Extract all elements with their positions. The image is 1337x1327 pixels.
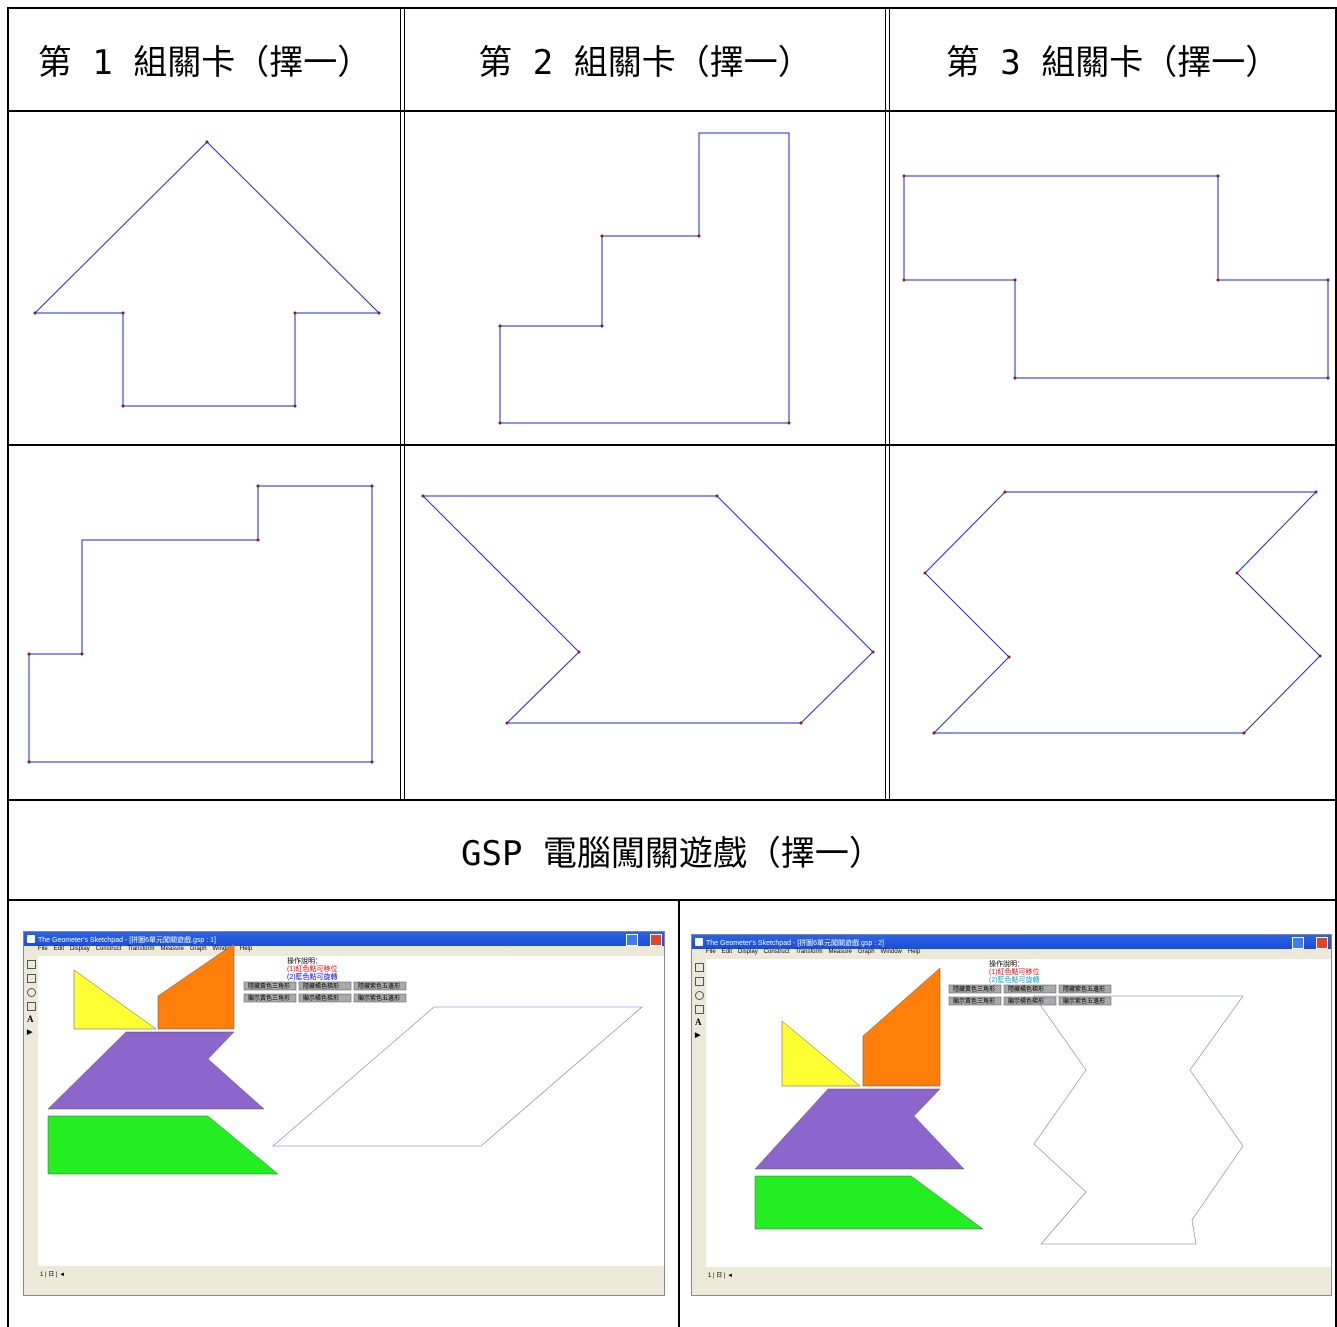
close-button[interactable] (650, 934, 662, 946)
menu-graph[interactable]: Graph (190, 946, 207, 956)
sketch-canvas-2[interactable]: 操作說明： (1)紅色點可移位 (2)藍色點可旋轉 隱藏黃色三角形 隱藏橘色梯形… (706, 959, 1331, 1267)
status-bar: 1 | 日 | ◄ (692, 1267, 1331, 1295)
menu-edit[interactable]: Edit (722, 949, 732, 959)
window-title: The Geometer's Sketchpad - [拼圖6單元闖關遊戲.gs… (706, 938, 884, 948)
staircase-outline (500, 133, 789, 423)
window-title: The Geometer's Sketchpad - [拼圖6單元闖關遊戲.gs… (38, 935, 216, 945)
row-divider-4 (7, 899, 1337, 901)
puzzle-shapes (0, 0, 1337, 800)
point-tool-icon[interactable] (27, 974, 36, 983)
yellow-triangle (74, 970, 156, 1029)
chevron-outline (423, 496, 873, 723)
steps-outline (29, 486, 372, 762)
sketch-canvas-1[interactable]: 操作說明： (1)紅色點可移位 (2)藍色點可旋轉 隱藏黃色三角形 隱藏橘色梯形… (38, 956, 664, 1266)
toolbox: A ▶ (24, 956, 38, 1266)
instruction-heading: 操作說明： (989, 959, 1024, 968)
parallelogram-target (273, 1007, 642, 1146)
point-tool-icon[interactable] (695, 977, 704, 986)
status-bar: 1 | 日 | ◄ (24, 1266, 664, 1295)
compass-tool-icon[interactable] (695, 991, 704, 1000)
svg-text:隱藏紫色五邊形: 隱藏紫色五邊形 (358, 982, 400, 990)
text-tool-icon[interactable]: A (27, 1014, 34, 1024)
custom-tool-icon[interactable]: ▶ (695, 1031, 700, 1039)
button-row-2: 顯示黃色三角形 顯示橘色梯形 顯示紫色五邊形 (244, 994, 406, 1002)
toolbox: A ▶ (692, 959, 706, 1267)
menu-file[interactable]: File (706, 949, 716, 959)
svg-text:顯示紫色五邊形: 顯示紫色五邊形 (1063, 997, 1105, 1005)
line-tool-icon[interactable] (27, 1002, 36, 1011)
arrow-tool-icon[interactable] (695, 963, 704, 972)
svg-text:顯示橘色梯形: 顯示橘色梯形 (1008, 997, 1044, 1005)
app-icon (27, 935, 35, 943)
menu-transform[interactable]: Transform (795, 949, 822, 959)
menu-bar: File Edit Display Construct Transform Me… (692, 949, 1331, 959)
menu-display[interactable]: Display (738, 949, 758, 959)
instruction-line1: (1)紅色點可移位 (287, 964, 338, 973)
col-divider-bottom (678, 899, 680, 1327)
menu-measure[interactable]: Measure (161, 946, 184, 956)
compass-tool-icon[interactable] (27, 988, 36, 997)
svg-text:隱藏橘色梯形: 隱藏橘色梯形 (303, 982, 339, 990)
purple-pentagon (48, 1032, 264, 1109)
title-bar: The Geometer's Sketchpad - [拼圖6單元闖關遊戲.gs… (692, 935, 1331, 949)
svg-text:隱藏紫色五邊形: 隱藏紫色五邊形 (1063, 985, 1105, 993)
svg-text:隱藏黃色三角形: 隱藏黃色三角形 (953, 985, 995, 993)
button-row-2: 顯示黃色三角形 顯示橘色梯形 顯示紫色五邊形 (949, 997, 1111, 1005)
gsp-section-title: GSP 電腦闖關遊戲（擇一） (9, 801, 1335, 899)
status-text: 1 | 日 | ◄ (708, 1270, 733, 1279)
gsp-screenshot-2: The Geometer's Sketchpad - [拼圖6單元闖關遊戲.gs… (691, 934, 1332, 1296)
line-tool-icon[interactable] (695, 1005, 704, 1014)
svg-text:顯示紫色五邊形: 顯示紫色五邊形 (358, 994, 400, 1002)
minimize-button[interactable] (1292, 937, 1304, 949)
menu-help[interactable]: Help (240, 946, 252, 956)
sigma-target (1034, 996, 1243, 1244)
green-trapezoid (755, 1176, 983, 1229)
instruction-line2: (2)藍色點可旋轉 (989, 975, 1040, 984)
orange-trapezoid (863, 968, 940, 1086)
purple-pentagon (755, 1089, 964, 1169)
status-text: 1 | 日 | ◄ (40, 1269, 65, 1278)
menu-bar: File Edit Display Construct Transform Me… (24, 946, 664, 956)
menu-construct[interactable]: Construct (96, 946, 122, 956)
app-icon (695, 938, 703, 946)
button-row-1: 隱藏黃色三角形 隱藏橘色梯形 隱藏紫色五邊形 (949, 985, 1111, 993)
title-bar: The Geometer's Sketchpad - [拼圖6單元闖關遊戲.gs… (24, 932, 664, 946)
button-row-1: 隱藏黃色三角形 隱藏橘色梯形 隱藏紫色五邊形 (244, 982, 406, 990)
menu-edit[interactable]: Edit (54, 946, 64, 956)
svg-text:隱藏橘色梯形: 隱藏橘色梯形 (1008, 985, 1044, 993)
close-button[interactable] (1316, 937, 1328, 949)
menu-transform[interactable]: Transform (127, 946, 154, 956)
text-tool-icon[interactable]: A (695, 1017, 702, 1027)
menu-construct[interactable]: Construct (764, 949, 790, 959)
menu-graph[interactable]: Graph (858, 949, 875, 959)
orange-trapezoid (158, 944, 234, 1029)
arrow-tool-icon[interactable] (27, 960, 36, 969)
sigma-outline (925, 492, 1320, 733)
menu-display[interactable]: Display (70, 946, 90, 956)
svg-text:顯示橘色梯形: 顯示橘色梯形 (303, 994, 339, 1002)
z-shape-outline (904, 176, 1328, 378)
minimize-button[interactable] (626, 934, 638, 946)
svg-text:顯示黃色三角形: 顯示黃色三角形 (248, 994, 290, 1002)
menu-window[interactable]: Window (881, 949, 902, 959)
yellow-triangle (782, 1021, 860, 1086)
menu-measure[interactable]: Measure (829, 949, 852, 959)
gsp-screenshot-1: The Geometer's Sketchpad - [拼圖6單元闖關遊戲.gs… (23, 931, 665, 1296)
menu-file[interactable]: File (38, 946, 48, 956)
svg-text:顯示黃色三角形: 顯示黃色三角形 (953, 997, 995, 1005)
arrow-outline (35, 142, 379, 406)
instruction-line2: (2)藍色點可旋轉 (287, 972, 338, 981)
menu-help[interactable]: Help (908, 949, 920, 959)
instruction-heading: 操作說明： (287, 956, 322, 965)
svg-text:隱藏黃色三角形: 隱藏黃色三角形 (248, 982, 290, 990)
green-trapezoid (48, 1116, 278, 1174)
custom-tool-icon[interactable]: ▶ (27, 1028, 32, 1036)
instruction-line1: (1)紅色點可移位 (989, 967, 1040, 976)
